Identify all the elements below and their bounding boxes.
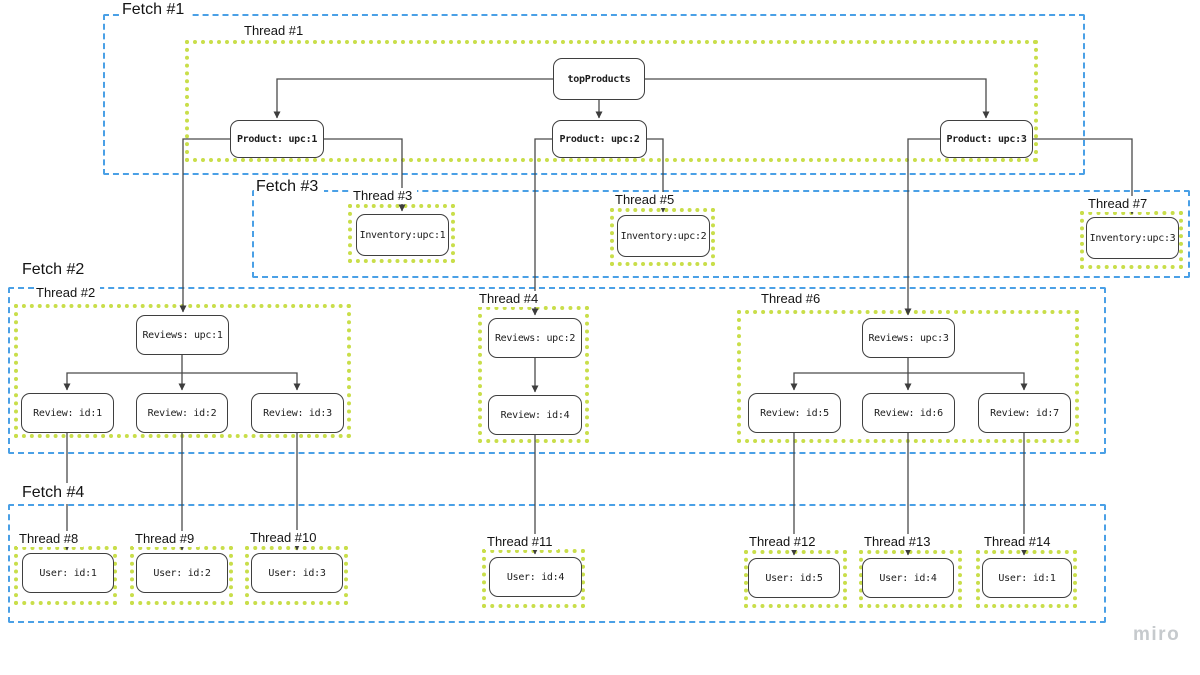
thread-6-label: Thread #6: [759, 291, 826, 307]
node-reviews-upc2[interactable]: Reviews: upc:2: [488, 318, 582, 358]
thread-1-frame[interactable]: [185, 40, 1038, 162]
thread-2-label: Thread #2: [34, 285, 101, 301]
thread-10-label: Thread #10: [248, 530, 322, 546]
fetch-2-frame[interactable]: [8, 287, 1106, 454]
node-user-id4-t13[interactable]: User: id:4: [862, 558, 954, 598]
thread-14-label: Thread #14: [982, 534, 1056, 550]
node-user-id2-t9[interactable]: User: id:2: [136, 553, 228, 593]
thread-7-label: Thread #7: [1086, 196, 1153, 212]
node-review-id4[interactable]: Review: id:4: [488, 395, 582, 435]
thread-9-label: Thread #9: [133, 531, 200, 547]
node-review-id3[interactable]: Review: id:3: [251, 393, 344, 433]
node-review-id6[interactable]: Review: id:6: [862, 393, 955, 433]
node-review-id5[interactable]: Review: id:5: [748, 393, 841, 433]
node-reviews-upc3[interactable]: Reviews: upc:3: [862, 318, 955, 358]
fetch-3-label: Fetch #3: [254, 177, 325, 198]
fetch-1-frame[interactable]: [103, 14, 1085, 175]
node-user-id1-t8[interactable]: User: id:1: [22, 553, 114, 593]
node-product-upc1[interactable]: Product: upc:1: [230, 120, 324, 158]
node-inventory-upc1[interactable]: Inventory:upc:1: [356, 214, 449, 256]
fetch-4-frame[interactable]: [8, 504, 1106, 623]
thread-11-label: Thread #11: [485, 534, 558, 550]
node-product-upc3[interactable]: Product: upc:3: [940, 120, 1033, 158]
node-inventory-upc2[interactable]: Inventory:upc:2: [617, 215, 710, 257]
thread-1-label: Thread #1: [242, 23, 309, 39]
node-product-upc2[interactable]: Product: upc:2: [552, 120, 647, 158]
node-review-id2[interactable]: Review: id:2: [136, 393, 228, 433]
node-inventory-upc3[interactable]: Inventory:upc:3: [1086, 217, 1179, 259]
thread-4-frame[interactable]: [478, 306, 589, 443]
thread-13-label: Thread #13: [862, 534, 936, 550]
node-user-id1-t14[interactable]: User: id:1: [982, 558, 1072, 598]
fetch-3-frame[interactable]: [252, 190, 1190, 278]
fetch-2-label: Fetch #2: [20, 260, 91, 281]
thread-3-label: Thread #3: [351, 188, 418, 204]
node-user-id3-t10[interactable]: User: id:3: [251, 553, 343, 593]
node-review-id1[interactable]: Review: id:1: [21, 393, 114, 433]
thread-5-label: Thread #5: [613, 192, 680, 208]
node-review-id7[interactable]: Review: id:7: [978, 393, 1071, 433]
fetch-1-label: Fetch #1: [120, 0, 191, 21]
node-reviews-upc1[interactable]: Reviews: upc:1: [136, 315, 229, 355]
node-user-id5-t12[interactable]: User: id:5: [748, 558, 840, 598]
fetch-4-label: Fetch #4: [20, 483, 91, 504]
thread-12-label: Thread #12: [747, 534, 821, 550]
node-topproducts[interactable]: topProducts: [553, 58, 645, 100]
thread-8-label: Thread #8: [17, 531, 84, 547]
miro-watermark: miro: [1133, 624, 1181, 645]
node-user-id4-t11[interactable]: User: id:4: [489, 557, 582, 597]
thread-4-label: Thread #4: [477, 291, 544, 307]
